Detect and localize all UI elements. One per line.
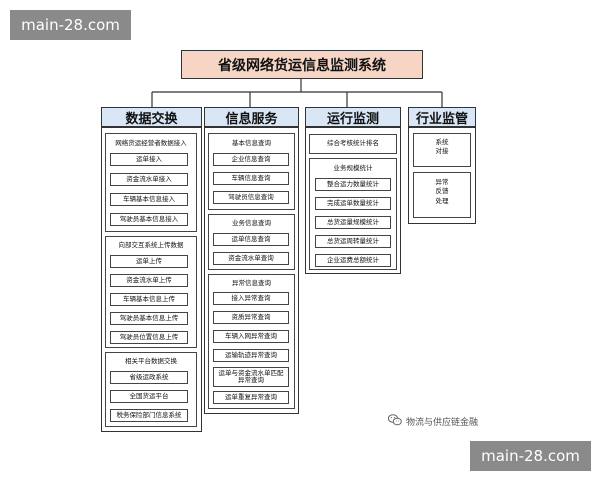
leaf-box: 完成运单数量统计 (315, 197, 391, 210)
header-industry-regulation: 行业监管 (408, 107, 476, 127)
leaf-box: 企业信息查询 (213, 153, 289, 166)
leaf-box: 资金流水单接入 (110, 173, 188, 186)
source-logo: 物流与供应链金融 (387, 414, 479, 429)
leaf-box: 资质异常查询 (213, 311, 289, 324)
leaf-box: 运单与资金流水单匹配异常查询 (213, 367, 289, 387)
leaf-box: 省级运政系统 (110, 371, 188, 384)
block-system-integration: 系统 对接 (413, 133, 471, 167)
leaf-box: 资金流水单查询 (213, 252, 289, 265)
leaf-box: 车辆基本信息接入 (110, 193, 188, 206)
group-title: 向部交互系统上传数据 (118, 241, 184, 249)
leaf-box: 车辆信息查询 (213, 172, 289, 185)
root-title: 省级网络货运信息监测系统 (181, 50, 423, 79)
header-operation-monitor: 运行监测 (305, 107, 401, 127)
group-upload-to-ministry (105, 236, 197, 348)
group-title: 业务信息查询 (232, 219, 271, 227)
group-title: 网络货运经营者数据接入 (115, 139, 187, 147)
leaf-box: 资金流水单上传 (110, 274, 188, 287)
header-info-service: 信息服务 (204, 107, 299, 127)
leaf-box: 税务保险部门信息系统 (110, 409, 188, 422)
group-title: 业务规模统计 (333, 164, 373, 172)
leaf-box: 整合运力数量统计 (315, 178, 391, 191)
leaf-box: 运单重复异常查询 (213, 391, 289, 404)
leaf-box: 总货运周转量统计 (315, 235, 391, 248)
leaf-box: 运单接入 (110, 153, 188, 166)
leaf-box: 运单信息查询 (213, 233, 289, 246)
watermark-top-left: main-28.com (10, 10, 131, 40)
group-title: 相关平台数据交换 (125, 357, 177, 365)
leaf-box: 驾驶员基本信息接入 (110, 213, 188, 226)
source-logo-text: 物流与供应链金融 (406, 418, 479, 428)
leaf-box: 车辆基本信息上传 (110, 293, 188, 306)
header-data-exchange: 数据交换 (101, 107, 202, 127)
leaf-box: 接入异常查询 (213, 292, 289, 305)
leaf-box: 驾驶员位置信息上传 (110, 331, 188, 344)
leaf-box: 企业运费总额统计 (315, 254, 391, 267)
leaf-box: 运输轨迹异常查询 (213, 349, 289, 362)
wechat-logo-icon (387, 414, 402, 429)
ranking-box: 综合考核统计排名 (309, 134, 397, 154)
watermark-bottom-right: main-28.com (470, 441, 591, 471)
leaf-box: 运单上传 (110, 255, 188, 268)
group-title: 异常信息查询 (232, 279, 271, 287)
leaf-box: 总货运量规模统计 (315, 216, 391, 229)
leaf-box: 车辆入网异常查询 (213, 330, 289, 343)
leaf-box: 驾驶员信息查询 (213, 191, 289, 204)
group-title: 基本信息查询 (232, 139, 271, 147)
group-business-scale-stats (309, 158, 397, 270)
leaf-box: 全国货运平台 (110, 390, 188, 403)
leaf-box: 驾驶员基本信息上传 (110, 312, 188, 325)
block-exception-feedback: 异常 反馈 处理 (413, 172, 471, 218)
